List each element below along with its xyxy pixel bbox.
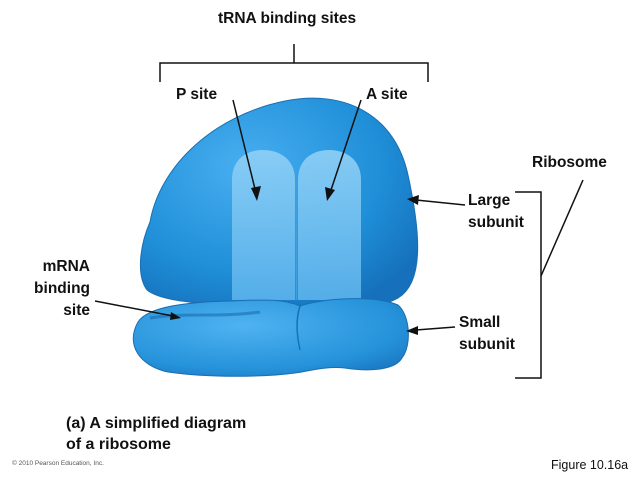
- figure-number: Figure 10.16a: [551, 458, 629, 472]
- trna-binding-sites-label: tRNA binding sites: [218, 10, 357, 27]
- a-site-label: A site: [366, 86, 408, 103]
- small-subunit: [132, 298, 409, 377]
- copyright-notice: © 2010 Pearson Education, Inc.: [12, 460, 104, 467]
- ribosome-bracket: [515, 179, 584, 379]
- ribosome-label: Ribosome: [532, 154, 607, 171]
- trna-channels: [232, 150, 361, 300]
- p-site-label: P site: [176, 86, 218, 103]
- label-pointers: [94, 99, 466, 335]
- trna-binding-sites-bracket: [159, 44, 429, 82]
